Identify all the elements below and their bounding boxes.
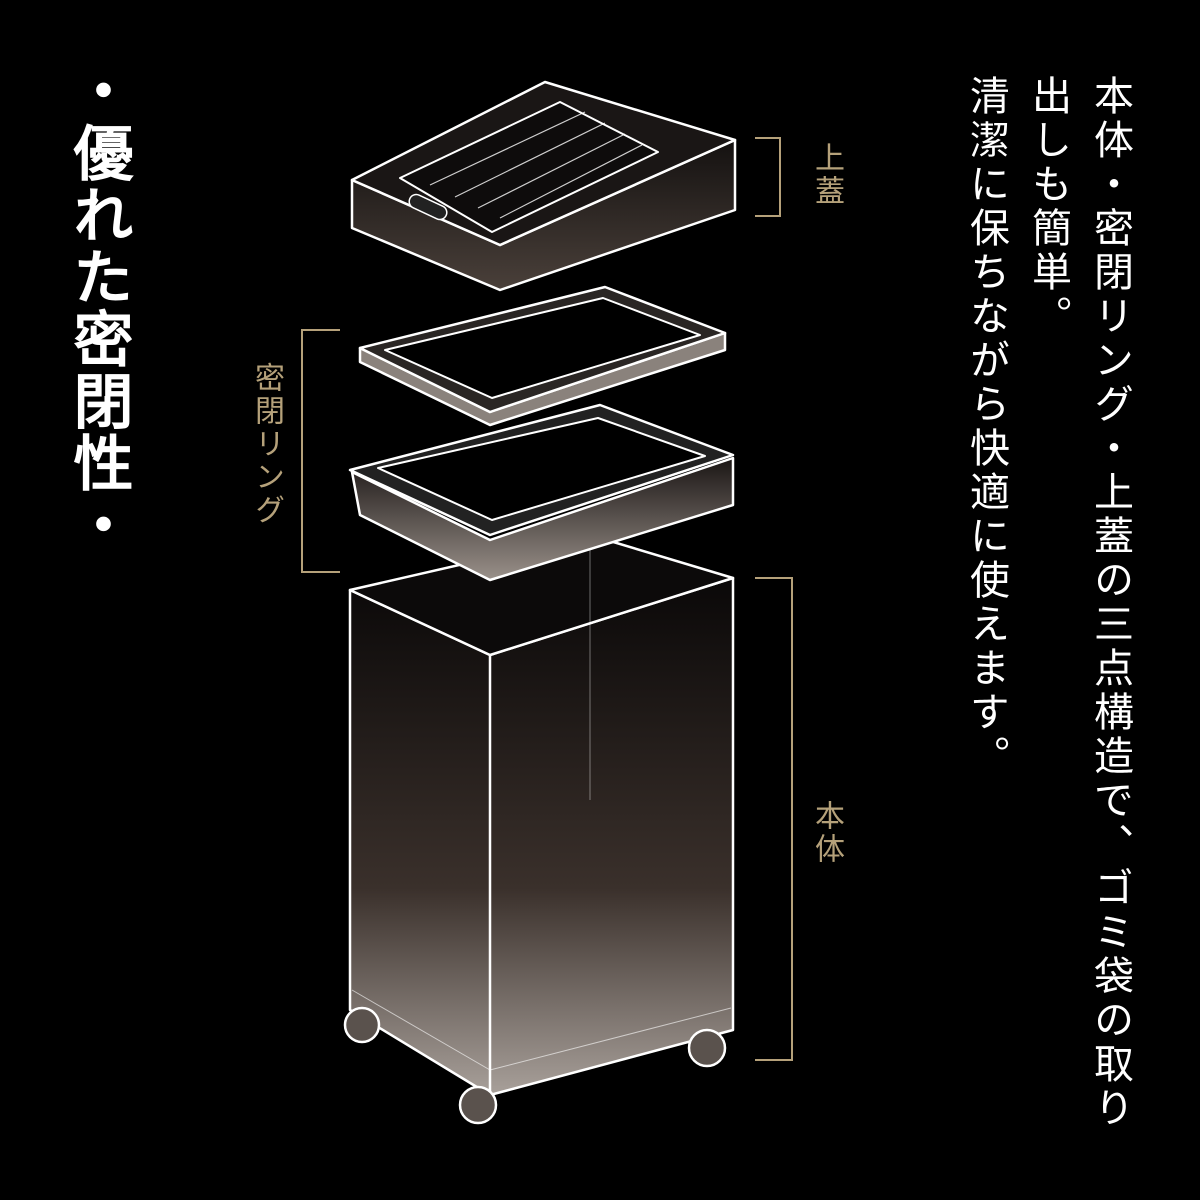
- lid-part: [350, 80, 737, 292]
- wheel: [343, 1006, 381, 1044]
- body-label: 本体: [809, 800, 844, 866]
- ring-label: 密閉リング: [249, 362, 284, 527]
- ring-frame-part: [358, 285, 727, 427]
- ring-bracket: [301, 329, 340, 573]
- page-title: ・優れた密閉性・: [63, 60, 133, 556]
- wheel: [687, 1028, 727, 1068]
- body-bracket: [755, 577, 793, 1061]
- lid-label: 上蓋: [809, 142, 844, 208]
- ring-tray-part: [348, 403, 735, 582]
- wheel: [458, 1085, 498, 1125]
- body-part: [343, 533, 735, 1125]
- description-line-3: 清潔に保ちながら快適に使えます。: [963, 75, 1009, 779]
- lid-bracket: [755, 137, 781, 217]
- description-line-2: 出しも簡単。: [1025, 75, 1071, 339]
- description-line-1: 本体・密閉リング・上蓋の三点構造で、ゴミ袋の取り: [1087, 75, 1133, 1131]
- lid-button: [408, 193, 448, 221]
